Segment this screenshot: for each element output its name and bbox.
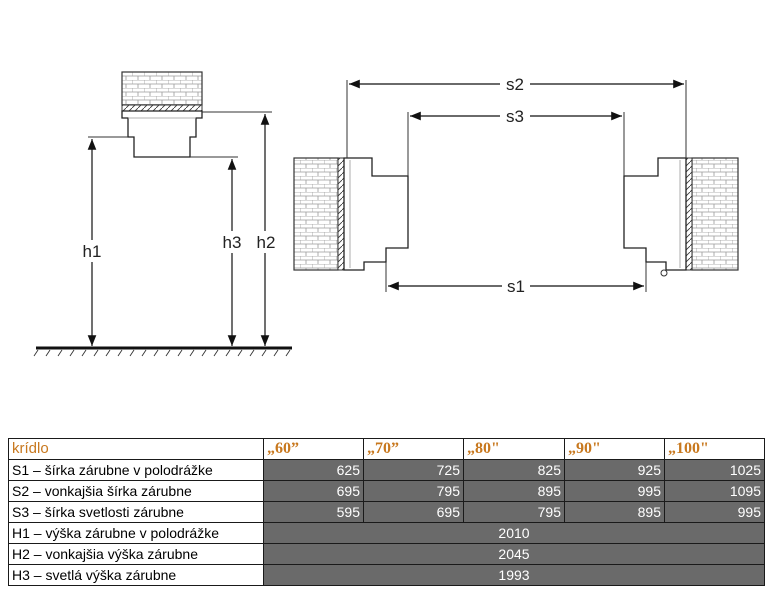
cell-value: 825	[463, 459, 565, 481]
seal-strip-right	[685, 157, 693, 271]
row-label-s3: S3 – šírka svetlosti zárubne	[8, 501, 264, 523]
table-row: S2 – vonkajšia šírka zárubne 695 795 895…	[8, 480, 765, 502]
header-size-70: „70”	[363, 438, 464, 460]
cell-value: 895	[463, 480, 565, 502]
cell-value: 1095	[664, 480, 765, 502]
seal-strip-top	[121, 104, 203, 112]
seal-strip-left	[337, 157, 345, 271]
table-row: H3 – svetlá výška zárubne 1993	[8, 564, 765, 586]
frame-profile-left	[343, 157, 409, 271]
cell-value: 695	[263, 480, 364, 502]
row-label-s2: S2 – vonkajšia šírka zárubne	[8, 480, 264, 502]
header-size-60: „60”	[263, 438, 364, 460]
header-size-80: „80"	[463, 438, 565, 460]
cell-value: 795	[363, 480, 464, 502]
row-label-s1: S1 – šírka zárubne v polodrážke	[8, 459, 264, 481]
wall-brick-right	[691, 157, 739, 271]
header-size-100: „100"	[664, 438, 765, 460]
cell-value: 625	[263, 459, 364, 481]
cell-value-merged: 2045	[263, 543, 765, 565]
cell-value: 995	[664, 501, 765, 523]
cell-value: 695	[363, 501, 464, 523]
table-row: S1 – šírka zárubne v polodrážke 625 725 …	[8, 459, 765, 481]
table-header-row: krídlo „60” „70” „80" „90" „100"	[8, 438, 765, 460]
cell-value: 1025	[664, 459, 765, 481]
frame-profile-right	[623, 157, 687, 271]
cell-value: 925	[564, 459, 665, 481]
door-frame-diagram: h1 h3 h2 s2 s3 s1	[33, 71, 739, 357]
h2-label: h2	[257, 233, 276, 252]
table-row: S3 – šírka svetlosti zárubne 595 695 795…	[8, 501, 765, 523]
cell-value-merged: 2010	[263, 522, 765, 544]
s1-label: s1	[507, 277, 525, 296]
cell-value-merged: 1993	[263, 564, 765, 586]
row-label-h3: H3 – svetlá výška zárubne	[8, 564, 264, 586]
cell-value: 995	[564, 480, 665, 502]
wall-brick-left	[293, 157, 339, 271]
cell-value: 795	[463, 501, 565, 523]
row-label-h2: H2 – vonkajšia výška zárubne	[8, 543, 264, 565]
header-krídlo: krídlo	[8, 438, 264, 460]
dimension-table: krídlo „60” „70” „80" „90" „100" S1 – ší…	[8, 438, 765, 586]
table-row: H2 – vonkajšia výška zárubne 2045	[8, 543, 765, 565]
s2-label: s2	[506, 75, 524, 94]
plan-view: s2 s3 s1	[293, 72, 739, 296]
h3-label: h3	[223, 233, 242, 252]
side-section-view: h1 h3 h2	[33, 71, 292, 357]
hinge-mark	[660, 269, 668, 277]
cell-value: 595	[263, 501, 364, 523]
cell-value: 895	[564, 501, 665, 523]
s3-label: s3	[506, 107, 524, 126]
h1-label: h1	[83, 242, 102, 261]
row-label-h1: H1 – výška zárubne v polodrážke	[8, 522, 264, 544]
cell-value: 725	[363, 459, 464, 481]
wall-brick-top	[121, 71, 203, 106]
table-row: H1 – výška zárubne v polodrážke 2010	[8, 522, 765, 544]
header-size-90: „90"	[564, 438, 665, 460]
